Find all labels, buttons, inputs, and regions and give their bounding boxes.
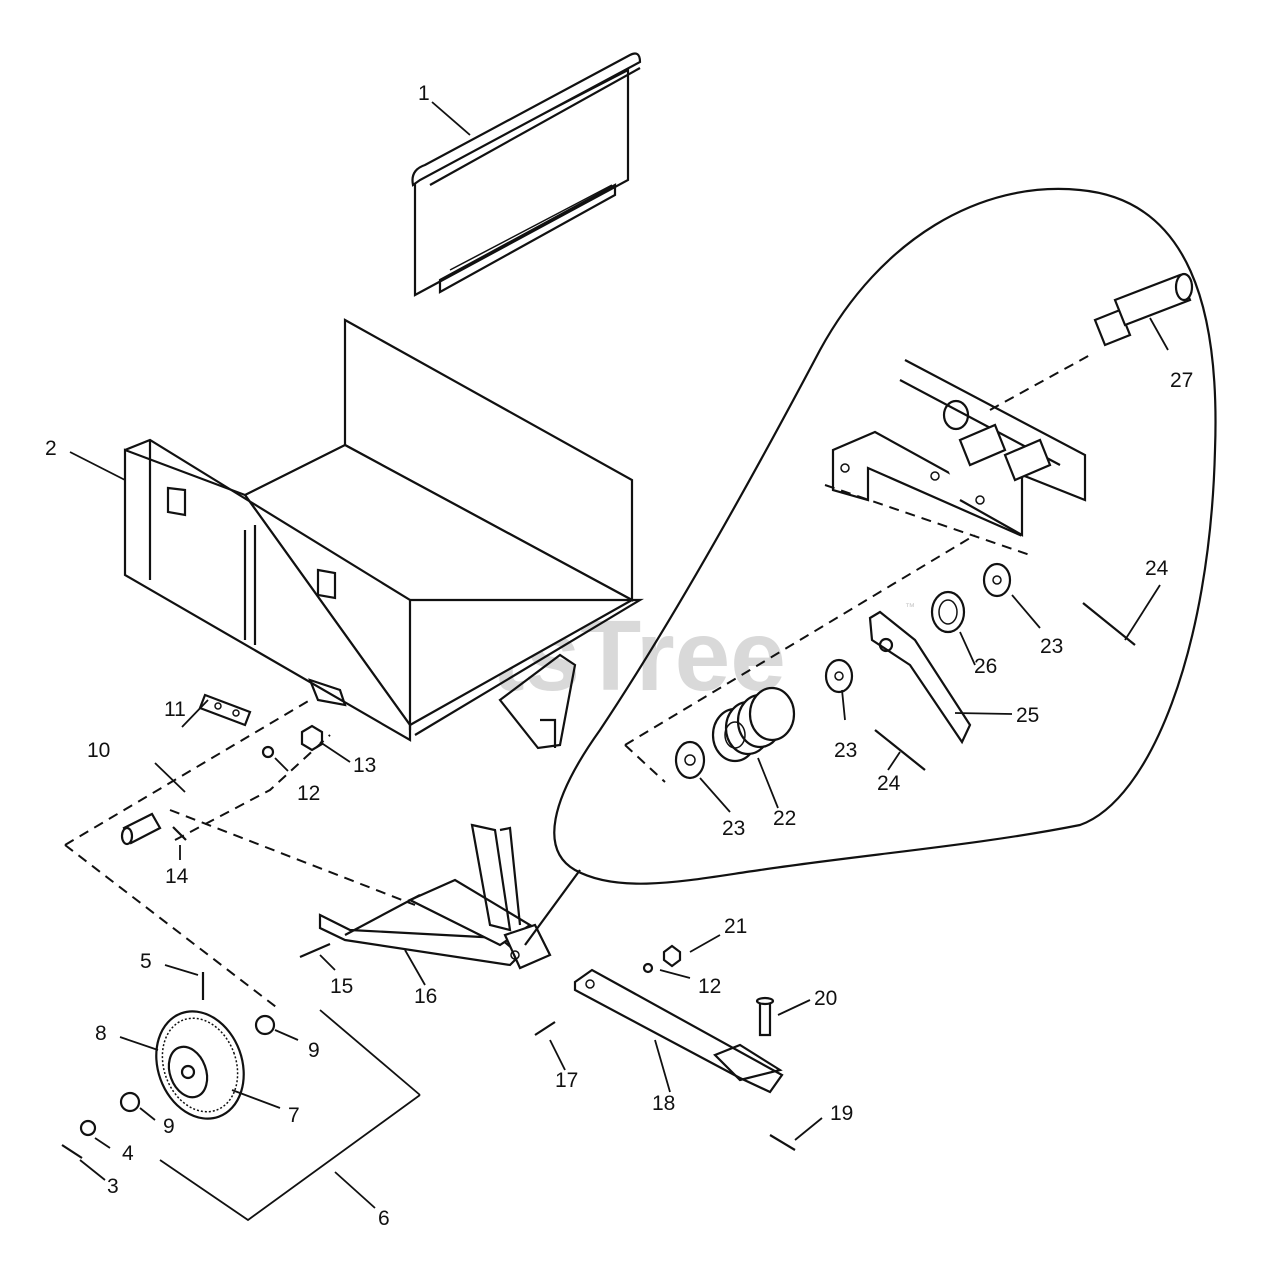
cotter-pin-upper <box>1082 602 1136 646</box>
cart-body <box>123 318 644 750</box>
lever <box>868 610 972 745</box>
part-label: 7 <box>288 1104 300 1127</box>
assembly-line-pin-27 <box>989 354 1091 411</box>
hitch-pin <box>1093 272 1194 347</box>
part-label: 23 <box>1040 635 1063 658</box>
tongue-nut <box>662 944 682 968</box>
part-label: 1 <box>418 82 430 105</box>
part-labels: 1 2 3 4 5 6 7 8 9 9 10 11 12 12 13 14 15… <box>45 82 1193 1230</box>
part-label: 23 <box>834 739 857 762</box>
small-pin <box>172 826 187 841</box>
part-label: 8 <box>95 1022 107 1045</box>
plate <box>198 693 252 727</box>
washer-axle <box>79 1119 97 1137</box>
part-label: 18 <box>652 1092 675 1115</box>
part-label: 24 <box>1145 557 1169 580</box>
tailgate-panel <box>411 52 642 297</box>
clevis-pin <box>755 996 775 1037</box>
part-label: 25 <box>1016 704 1039 727</box>
part-label: 27 <box>1170 369 1193 392</box>
part-label: 24 <box>877 772 901 795</box>
hitch-frame <box>318 823 552 970</box>
part-label: 9 <box>163 1115 175 1138</box>
part-label: 17 <box>555 1069 578 1092</box>
assembly-line-wheel <box>64 844 281 1011</box>
detail-connector <box>524 869 581 946</box>
part-label: 14 <box>165 865 189 888</box>
bushing <box>930 590 966 634</box>
part-label: 15 <box>330 975 353 998</box>
part-label: 12 <box>297 782 320 805</box>
part-label: 26 <box>974 655 997 678</box>
part-label: 6 <box>378 1207 390 1230</box>
cotter-pin-lower <box>874 729 926 771</box>
detail-inset-outline <box>553 187 1217 885</box>
assembly-line-inset-upper <box>624 534 976 746</box>
bearing-lower <box>119 1091 141 1113</box>
tongue-bolt <box>534 1021 556 1036</box>
cotter-pin-tongue <box>769 1134 796 1151</box>
bolt <box>299 942 331 959</box>
part-label: 21 <box>724 915 747 938</box>
assembly-line-hitch <box>169 809 416 906</box>
part-label: 12 <box>698 975 721 998</box>
washer <box>261 745 275 759</box>
part-label: 11 <box>164 698 186 721</box>
bearing-upper <box>254 1014 276 1036</box>
washer-inset-middle <box>824 658 854 694</box>
assembly-line-inset-corner <box>624 744 666 783</box>
hitch-bracket <box>831 359 1087 537</box>
part-label: 13 <box>353 754 376 777</box>
washer-inset-lower <box>674 740 706 780</box>
part-label: 10 <box>87 739 110 762</box>
part-label: 16 <box>414 985 437 1008</box>
part-label: 9 <box>308 1039 320 1062</box>
washer-inset-upper <box>982 562 1012 598</box>
part-label: 4 <box>122 1142 134 1165</box>
part-label: 23 <box>722 817 745 840</box>
pin <box>120 812 162 846</box>
part-label: 2 <box>45 437 57 460</box>
part-label: 3 <box>107 1175 119 1198</box>
watermark-trademark: ™ <box>905 602 915 613</box>
part-label: 5 <box>140 950 152 973</box>
part-label: 20 <box>814 987 837 1010</box>
tongue <box>573 968 784 1094</box>
leader-lines <box>69 101 1169 1222</box>
part-label: 19 <box>830 1102 853 1125</box>
wheel-hub <box>167 1045 209 1099</box>
part-label: 22 <box>773 807 796 830</box>
assembly-line-pin <box>64 699 311 846</box>
spring <box>711 686 796 763</box>
assembly-line-bracket <box>824 484 1031 556</box>
cotter-pin-axle <box>61 1144 83 1159</box>
tongue-washer <box>642 962 654 974</box>
